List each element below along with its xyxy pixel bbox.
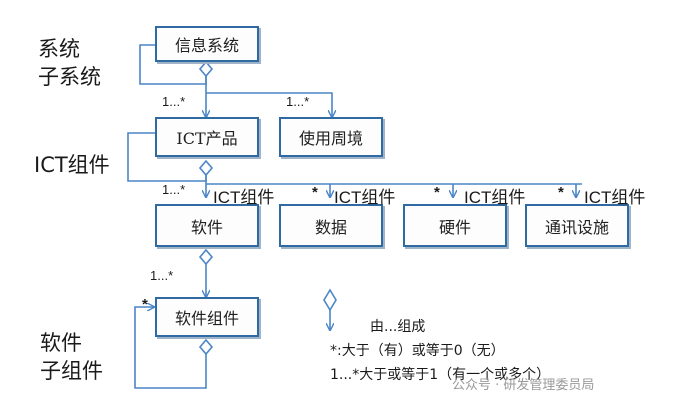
mult-product-software: 1...*: [162, 182, 186, 197]
side-label-ict-component: ICT组件: [34, 153, 110, 177]
role-label-comm: ICT组件: [584, 188, 646, 207]
box-info-system: 信息系统: [155, 26, 259, 62]
mult-system-env: 1...*: [286, 94, 310, 109]
ict-product-diamond: [198, 159, 214, 177]
component-self-loop: [134, 318, 207, 389]
side-label-subsystem: 子系统: [38, 65, 101, 89]
component-diamond: [198, 338, 214, 356]
box-hardware: 硬件: [403, 204, 507, 247]
legend-one-or-more: 1...*大于或等于1（有一个或多个）: [330, 367, 551, 383]
box-environment: 使用周境: [279, 117, 383, 157]
box-comm: 通讯设施: [525, 204, 629, 247]
box-software: 软件: [155, 204, 259, 247]
legend-composed-of: 由...组成: [370, 319, 426, 335]
mult-system-product: 1...*: [162, 94, 186, 109]
box-data: 数据: [279, 204, 383, 247]
side-label-system: 系统: [38, 37, 80, 61]
info-system-diamond: [198, 60, 214, 78]
role-label-data: ICT组件: [334, 188, 396, 207]
mult-component-self: *: [142, 296, 148, 313]
side-label-software: 软件: [40, 331, 82, 355]
software-diamond: [198, 248, 214, 266]
component-self-loop-top: [134, 307, 154, 318]
side-label-sub-component: 子组件: [40, 359, 103, 383]
role-label-hardware: ICT组件: [464, 188, 526, 207]
mult-hardware: *: [434, 184, 440, 201]
legend-diamond: [323, 288, 337, 312]
mult-comm: *: [558, 184, 564, 201]
box-software-component: 软件组件: [155, 297, 259, 337]
edge-system-env: [206, 92, 332, 117]
mult-data: *: [312, 184, 318, 201]
legend-star: *:大于（有）或等于0（无）: [330, 343, 505, 359]
box-ict-product: ICT产品: [155, 117, 259, 157]
role-label-software: ICT组件: [213, 188, 275, 207]
mult-software-component: 1...*: [150, 268, 174, 283]
watermark: 公众号 · 研发管理委员局: [452, 378, 595, 393]
